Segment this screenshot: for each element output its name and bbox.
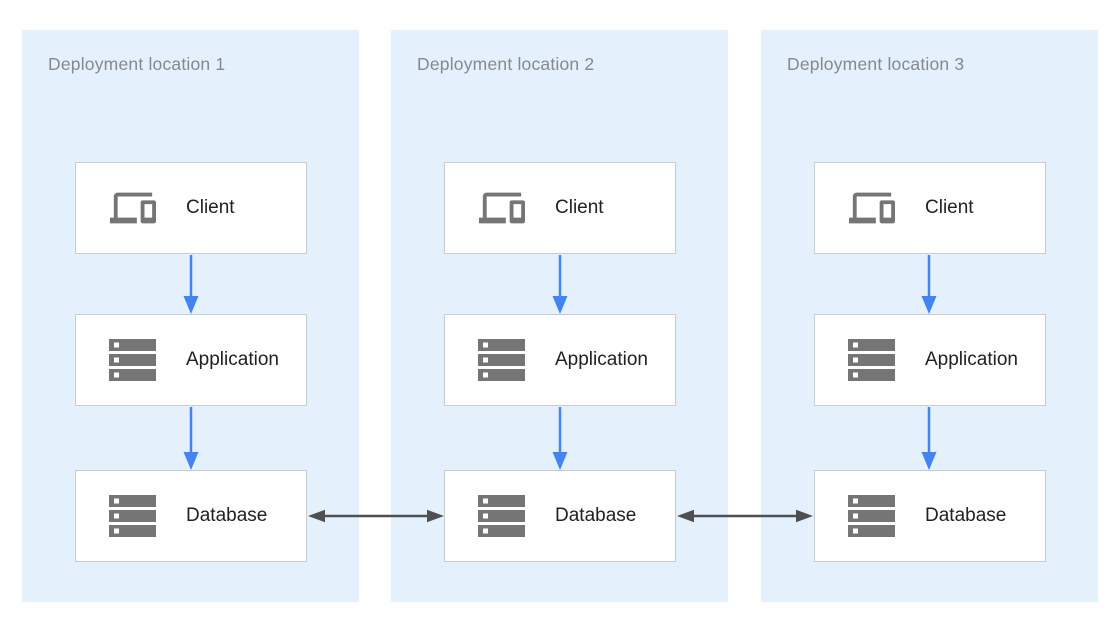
deployment-location-1-panel: Deployment location 1 Client Application… xyxy=(22,30,359,602)
node-label: Client xyxy=(186,197,235,218)
panel-title: Deployment location 1 xyxy=(48,54,226,74)
server-stack-icon xyxy=(475,335,529,385)
server-stack-icon xyxy=(845,335,899,385)
database-node-1: Database xyxy=(75,470,307,562)
server-stack-icon xyxy=(845,491,899,541)
application-node-2: Application xyxy=(444,314,676,406)
database-node-2: Database xyxy=(444,470,676,562)
deployment-location-3-panel: Deployment location 3 Client Application… xyxy=(761,30,1098,602)
node-label: Database xyxy=(555,505,637,526)
server-stack-icon xyxy=(106,491,160,541)
client-node-3: Client xyxy=(814,162,1046,254)
deployment-location-2-panel: Deployment location 2 Client Application… xyxy=(391,30,728,602)
client-node-1: Client xyxy=(75,162,307,254)
panel-title: Deployment location 3 xyxy=(787,54,965,74)
node-label: Application xyxy=(555,349,648,370)
devices-icon xyxy=(475,183,529,233)
client-node-2: Client xyxy=(444,162,676,254)
server-stack-icon xyxy=(475,491,529,541)
panel-title: Deployment location 2 xyxy=(417,54,595,74)
server-stack-icon xyxy=(106,335,160,385)
devices-icon xyxy=(106,183,160,233)
node-label: Client xyxy=(555,197,604,218)
node-label: Application xyxy=(186,349,279,370)
node-label: Client xyxy=(925,197,974,218)
node-label: Database xyxy=(186,505,268,526)
application-node-3: Application xyxy=(814,314,1046,406)
node-label: Database xyxy=(925,505,1007,526)
application-node-1: Application xyxy=(75,314,307,406)
database-node-3: Database xyxy=(814,470,1046,562)
devices-icon xyxy=(845,183,899,233)
node-label: Application xyxy=(925,349,1018,370)
